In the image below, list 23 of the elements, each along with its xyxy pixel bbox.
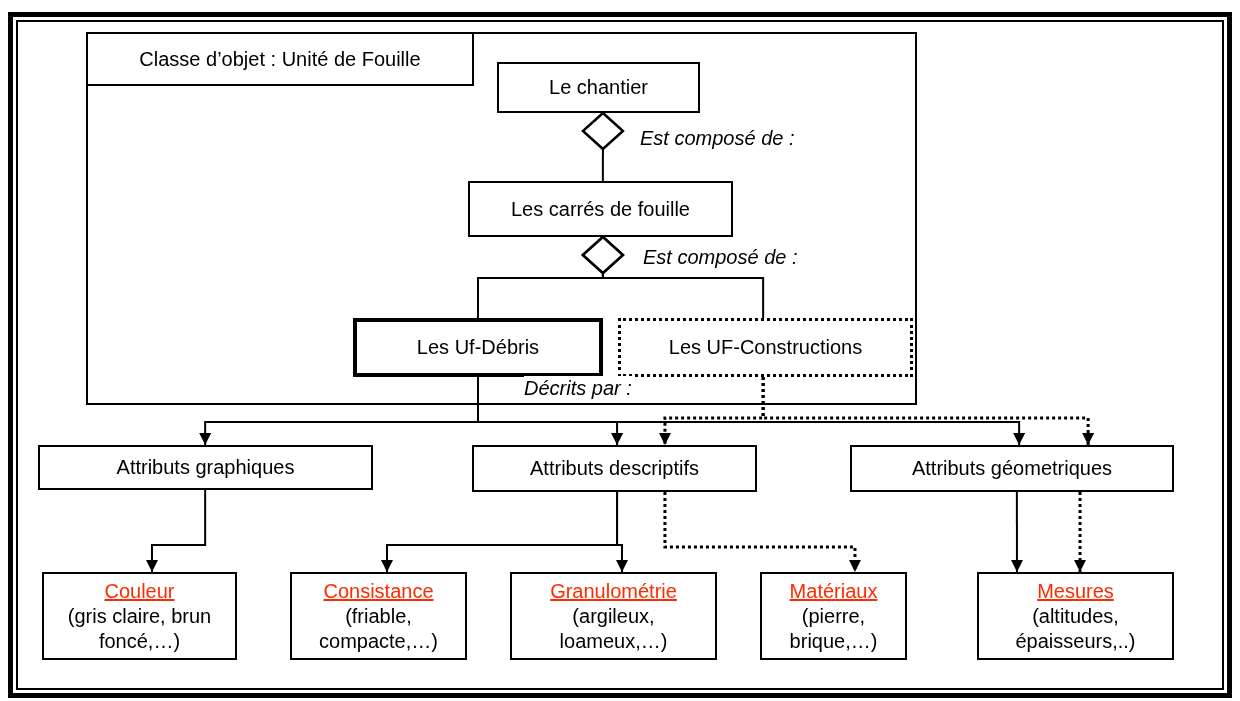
arrow <box>1010 491 1023 573</box>
attribute-box: Consistance (friable, compacte,…) <box>290 572 467 660</box>
entity-box: Le chantier <box>497 62 700 113</box>
aggregation-connector <box>581 111 625 182</box>
aggregation-connector <box>581 235 765 319</box>
arrow <box>663 492 861 572</box>
arrow <box>146 489 207 573</box>
entity-box: Les carrés de fouille <box>468 181 733 237</box>
entity-box: Attributs descriptifs <box>472 445 757 492</box>
arrow <box>761 377 1095 445</box>
entity-box: Les UF-Constructions <box>618 318 913 377</box>
attribute-box: Couleur (gris claire, brun foncé,…) <box>42 572 237 660</box>
class-frame <box>86 32 917 405</box>
entity-box: Attributs graphiques <box>38 445 373 490</box>
class-title: Classe d’objet : Unité de Fouille <box>88 34 474 86</box>
attribute-box: Matériaux (pierre, brique,…) <box>760 572 907 660</box>
attribute-box: Granulométrie (argileux, loameux,…) <box>510 572 717 660</box>
arrow <box>1074 492 1087 572</box>
edge-label: Décrits par : <box>524 376 632 400</box>
arrow <box>616 491 628 573</box>
attribute-box: Mesures (altitudes, épaisseurs,..) <box>977 572 1174 660</box>
entity-box: Attributs géometriques <box>850 445 1174 492</box>
entity-box: Les Uf-Débris <box>353 318 603 377</box>
